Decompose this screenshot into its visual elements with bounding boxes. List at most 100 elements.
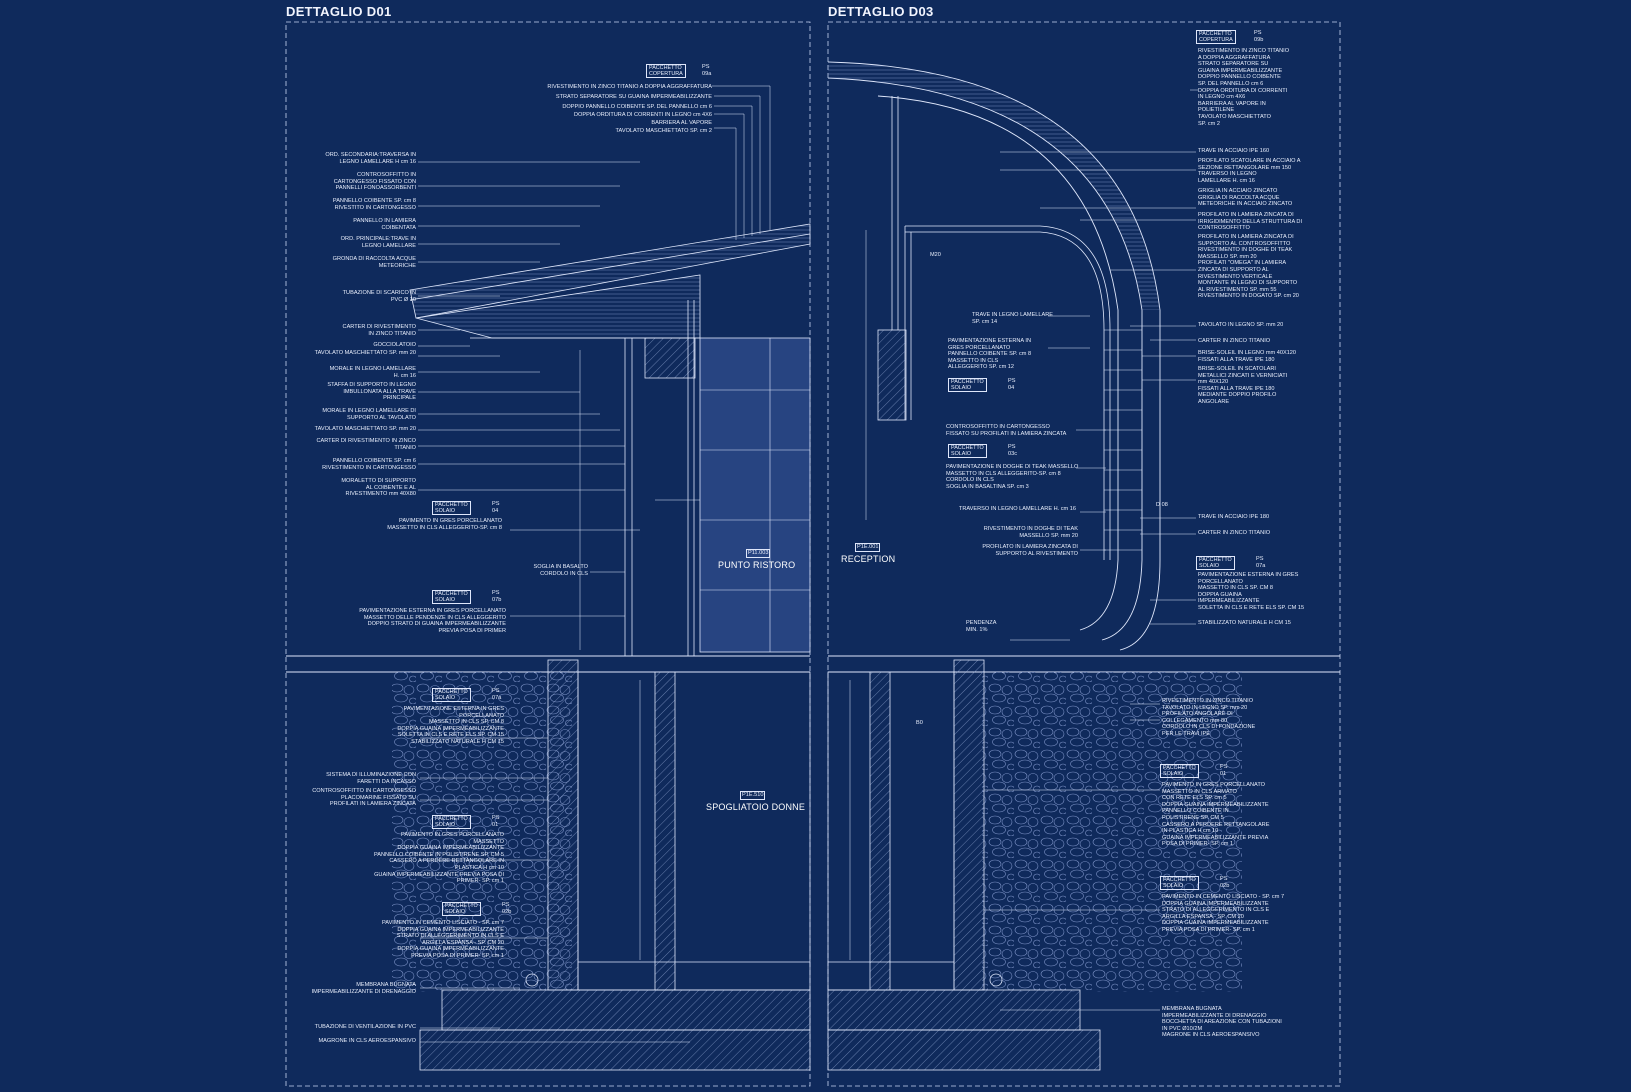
note-left-bottom-6: TUBAZIONE DI VENTILAZIONE IN PVC [314, 1024, 416, 1030]
note-right-center-2: CONTROSOFFITTO IN CARTONGESSO FISSATO SU… [946, 424, 1067, 437]
tag-code: 07a [492, 695, 502, 701]
note-left-top-3: DOPPIA ORDITURA DI CORRENTI IN LEGNO cm … [573, 112, 712, 118]
tag-code: 04 [492, 508, 499, 514]
note-left-top-0: RIVESTIMENTO IN ZINCO TITANIO A DOPPIA A… [547, 84, 712, 90]
note-left-13: TAVOLATO MASCHIETTATO SP. mm 20 [314, 426, 416, 432]
note-left-15: PANNELLO COIBENTE SP. cm 6 RIVESTIMENTO … [322, 458, 416, 471]
note-left-6: TUBAZIONE DI SCARICO IN PVC Ø 10 [342, 290, 416, 303]
note-left-bottom-2: CONTROSOFFITTO IN CARTONGESSO PLACOMARIN… [312, 788, 416, 808]
tag-code-ps: PS [492, 501, 500, 507]
note-right-bottom-0: RIVESTIMENTO IN ZINCO TITANIO TAVOLATO I… [1162, 698, 1256, 737]
tag-code-ps: PS [1254, 30, 1262, 36]
note-left-bottom-3: PAVIMENTO IN GRES PORCELLANATO MASSETTO … [373, 832, 504, 885]
note-left-5: GRONDA DI RACCOLTA ACQUE METEORICHE [332, 256, 416, 269]
note-left-2: PANNELLO COIBENTE SP. cm 8 RIVESTITO IN … [332, 198, 416, 211]
tag-code: 09a [702, 71, 712, 77]
note-left-10: MORALE IN LEGNO LAMELLARE H. cm 16 [329, 366, 416, 379]
tag-code: 07b [492, 597, 502, 603]
tag-code-ps: PS [492, 688, 500, 694]
note-right-center-3: PAVIMENTAZIONE IN DOGHE DI TEAK MASSELLO… [946, 464, 1079, 490]
mark-b0: B0 [916, 720, 923, 726]
note-right-bottom-2: PAVIMENTO IN CEMENTO LISCIATO - SP. cm 7… [1162, 894, 1285, 933]
room-spogliatoio-donne: SPOGLIATOIO DONNE [706, 802, 806, 812]
note-right-top-10: TRAVE IN ACCIAIO IPE 180 [1198, 514, 1270, 520]
tag-code-ps: PS [492, 815, 500, 821]
note-left-4: ORD. PRINCIPALE:TRAVE IN LEGNO LAMELLARE [340, 236, 416, 249]
note-left-bottom-0: PAVIMENTAZIONE ESTERNA IN GRES PORCELLAN… [397, 706, 504, 745]
note-left-3: PANNELLO IN LAMIERA COIBENTATA [353, 218, 416, 231]
roof-left [409, 223, 811, 379]
note-left-top-5: TAVOLATO MASCHIETTATO SP. cm 2 [615, 128, 712, 134]
note-right-top-4: PROFILATO IN LAMIERA ZINCATA DI IRRIGIDI… [1198, 212, 1303, 232]
mark-d08: D 08 [1156, 502, 1168, 508]
room-code-bottom: P1E.510 [740, 791, 766, 800]
note-right-top-2: PROFILATO SCATOLARE IN ACCIAIO A SEZIONE… [1198, 158, 1301, 184]
note-left-14: CARTER DI RIVESTIMENTO IN ZINCO TITANIO [316, 438, 416, 451]
room-reception: RECEPTION [841, 554, 896, 564]
note-right-center-4: TRAVERSO IN LEGNO LAMELLARE H. cm 16 [958, 506, 1076, 512]
tag-code-ps: PS [1256, 556, 1264, 562]
glazing-left [699, 337, 811, 653]
tag-code-ps: PS [702, 64, 710, 70]
note-right-center-7: PENDENZA MIN. 1% [966, 620, 997, 633]
note-left-mid-1: SOGLIA IN BASALTO CORDOLO IN CLS [533, 564, 588, 577]
tag-code: 03c [1008, 451, 1018, 457]
tag-code: 09b [1254, 37, 1264, 43]
note-right-center-0: TRAVE IN LEGNO LAMELLARE SP. cm 14 [972, 312, 1054, 325]
note-right-top-1: TRAVE IN ACCIAIO IPE 160 [1198, 148, 1270, 154]
note-right-top-0: RIVESTIMENTO IN ZINCO TITANIO A DOPPIA A… [1198, 48, 1290, 127]
note-left-top-2: DOPPIO PANNELLO COIBENTE SP. DEL PANNELL… [562, 104, 712, 110]
note-right-top-7: CARTER IN ZINCO TITANIO [1198, 338, 1271, 344]
note-left-8: GOCCIOLATOIO [373, 342, 416, 348]
note-right-center-1: PAVIMENTAZIONE ESTERNA IN GRES PORCELLAN… [948, 338, 1032, 371]
tag-code: 01 [1220, 771, 1227, 777]
note-right-top-5: PROFILATO IN LAMIERA ZINCATA DI SUPPORTO… [1198, 234, 1299, 300]
tag-code-ps: PS [1008, 444, 1016, 450]
note-left-bottom-7: MAGRONE IN CLS AEROESPANSIVO [318, 1038, 417, 1044]
note-left-top-1: STRATO SEPARATORE SU GUAINA IMPERMEABILI… [555, 94, 712, 100]
note-right-bottom-1: PAVIMENTO IN GRES PORCELLANATO MASSETTO … [1162, 782, 1270, 848]
mark-m20: M20 [930, 252, 941, 258]
tag-code: 04 [1008, 385, 1015, 391]
note-left-bottom-1: SISTEMA DI ILLUMINAZIONE CON FARETTI DA … [326, 772, 416, 785]
note-right-top-3: GRIGLIA IN ACCIAIO ZINCATO GRIGLIA DI RA… [1198, 188, 1293, 208]
note-left-11: STAFFA DI SUPPORTO IN LEGNO IMBULLONATA … [327, 382, 416, 402]
note-left-0: ORD. SECONDARIA:TRAVERSA IN LEGNO LAMELL… [325, 152, 416, 165]
note-right-top-6: TAVOLATO IN LEGNO SP. mm 20 [1198, 322, 1284, 328]
tag-code: 02b [502, 909, 512, 915]
note-right-center-6: PROFILATO IN LAMIERA ZINCATA DI SUPPORTO… [982, 544, 1078, 557]
room-punto-ristoro: PUNTO RISTORO [718, 560, 796, 570]
note-left-mid-2: PAVIMENTAZIONE ESTERNA IN GRES PORCELLAN… [359, 608, 506, 634]
note-left-12: MORALE IN LEGNO LAMELLARE DI SUPPORTO AL… [322, 408, 416, 421]
note-right-top-11: CARTER IN ZINCO TITANIO [1198, 530, 1271, 536]
note-right-bottom-3: MEMBRANA BUGNATA IMPERMEABILIZZANTE DI D… [1162, 1006, 1282, 1039]
note-left-mid-0: PAVIMENTO IN GRES PORCELLANATO MASSETTO … [387, 518, 502, 531]
room-code-right: P1E.001 [855, 543, 881, 552]
tag-code: 01 [492, 822, 499, 828]
note-left-top-4: BARRIERA AL VAPORE [651, 120, 712, 126]
tag-code: 02b [1220, 883, 1230, 889]
tag-code-ps: PS [502, 902, 510, 908]
basement-left [419, 659, 811, 1071]
room-code-left: P11.003 [746, 549, 771, 558]
note-left-bottom-4: PAVIMENTO IN CEMENTO LISCIATO - SP. cm 7… [381, 920, 504, 959]
title-dettaglio-d01: DETTAGLIO D01 [286, 4, 392, 19]
note-right-top-9: BRISE-SOLEIL IN SCATOLARI METALLICI ZINC… [1198, 366, 1288, 405]
tag-code-ps: PS [1008, 378, 1016, 384]
tag-code-ps: PS [492, 590, 500, 596]
note-left-1: CONTROSOFFITTO IN CARTONGESSO FISSATO CO… [333, 172, 416, 192]
note-left-16: MORALETTO DI SUPPORTO AL COIBENTE E AL R… [341, 478, 416, 498]
title-dettaglio-d03: DETTAGLIO D03 [828, 4, 934, 19]
